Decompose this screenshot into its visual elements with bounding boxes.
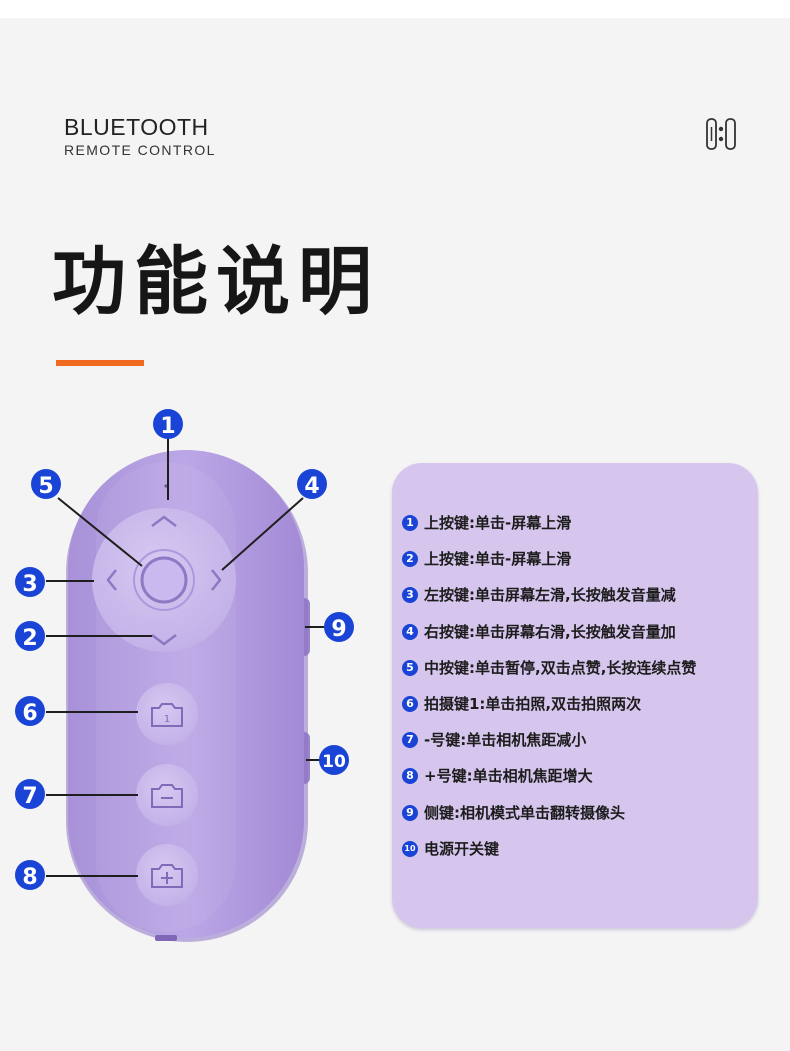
svg-text:4: 4 [304, 474, 319, 499]
remote-illustration: 1 [15, 409, 354, 942]
callout-7 [15, 779, 45, 809]
callout-8 [15, 860, 45, 890]
list-item: 1 上按键:单击-屏幕上滑 [402, 512, 696, 548]
item-number-badge: 10 [402, 840, 418, 857]
svg-text:3: 3 [22, 572, 37, 597]
item-number-badge: 3 [402, 587, 418, 604]
svg-text:6: 6 [22, 701, 37, 726]
list-item: 2 上按键:单击-屏幕上滑 [402, 548, 696, 584]
left-arrow-icon[interactable] [106, 569, 117, 591]
brand-subtitle: REMOTE CONTROL [64, 142, 216, 158]
callout-4 [297, 469, 327, 499]
feature-text: 上按键:单击-屏幕上滑 [424, 514, 572, 532]
feature-text: 中按键:单击暂停,双击点赞,长按连续点赞 [424, 658, 697, 677]
feature-text: 拍摄键1:单击拍照,双击拍照两次 [424, 694, 642, 713]
title-underline [56, 360, 144, 366]
callout-1 [153, 409, 183, 439]
item-number-badge: 1 [402, 515, 418, 531]
item-number-badge: 8 [402, 768, 418, 785]
svg-text:7: 7 [22, 784, 37, 809]
plus-camera-icon [151, 864, 183, 888]
list-item: 9 侧键:相机模式单击翻转摄像头 [402, 802, 696, 838]
feature-text: +号键:单击相机焦距增大 [424, 767, 593, 786]
list-item: 4 右按键:单击屏幕右滑,长按触发音量加 [402, 621, 696, 657]
feature-text: 侧键:相机模式单击翻转摄像头 [424, 803, 625, 822]
item-number-badge: 7 [402, 732, 418, 749]
right-arrow-icon[interactable] [211, 569, 222, 591]
item-number-badge: 4 [402, 623, 418, 640]
svg-text:9: 9 [331, 617, 346, 642]
brand-title: BLUETOOTH [64, 114, 209, 140]
list-item: 10 电源开关键 [402, 838, 696, 874]
feature-text: 上按键:单击-屏幕上滑 [424, 550, 572, 569]
feature-text: 左按键:单击屏幕左滑,长按触发音量减 [424, 586, 676, 605]
item-number-badge: 6 [402, 695, 418, 712]
item-number-badge: 2 [402, 551, 418, 568]
list-item: 6 拍摄键1:单击拍照,双击拍照两次 [402, 693, 696, 729]
up-arrow-icon[interactable] [151, 515, 177, 527]
minus-camera-icon [151, 784, 183, 808]
shutter-label: 1 [164, 714, 170, 725]
feature-text: 电源开关键 [424, 839, 500, 858]
item-number-badge: 5 [402, 659, 418, 676]
svg-text:8: 8 [22, 865, 37, 890]
callout-3 [15, 567, 45, 597]
shutter-button[interactable] [136, 683, 198, 745]
callout-10 [319, 745, 349, 775]
list-item: 8 +号键:单击相机焦距增大 [402, 765, 696, 801]
page-title: 功能说明 [52, 239, 380, 325]
callout-5 [31, 469, 61, 499]
svg-text:5: 5 [38, 474, 53, 499]
list-item: 3 左按键:单击屏幕左滑,长按触发音量减 [402, 584, 696, 620]
callout-2 [15, 621, 45, 651]
zoom-minus-button[interactable] [136, 764, 198, 826]
down-arrow-icon[interactable] [151, 634, 177, 646]
svg-text:2: 2 [22, 626, 37, 651]
camera-icon [151, 703, 183, 727]
feature-list: 1 上按键:单击-屏幕上滑 2 上按键:单击-屏幕上滑 3 左按键:单击屏幕左滑,长按… [402, 512, 696, 874]
brand-logo-icon [706, 118, 736, 150]
callout-6 [15, 696, 45, 726]
center-button[interactable] [140, 556, 188, 604]
feature-text: 右按键:单击屏幕右滑,长按触发音量加 [424, 622, 676, 641]
list-item: 5 中按键:单击暂停,双击点赞,长按连续点赞 [402, 657, 696, 693]
callout-9 [324, 612, 354, 642]
item-number-badge: 9 [402, 804, 418, 821]
svg-text:10: 10 [322, 752, 346, 772]
list-item: 7 -号键:单击相机焦距减小 [402, 729, 696, 765]
feature-panel [392, 463, 758, 928]
feature-text: -号键:单击相机焦距减小 [424, 731, 587, 750]
svg-text:1: 1 [160, 414, 175, 439]
